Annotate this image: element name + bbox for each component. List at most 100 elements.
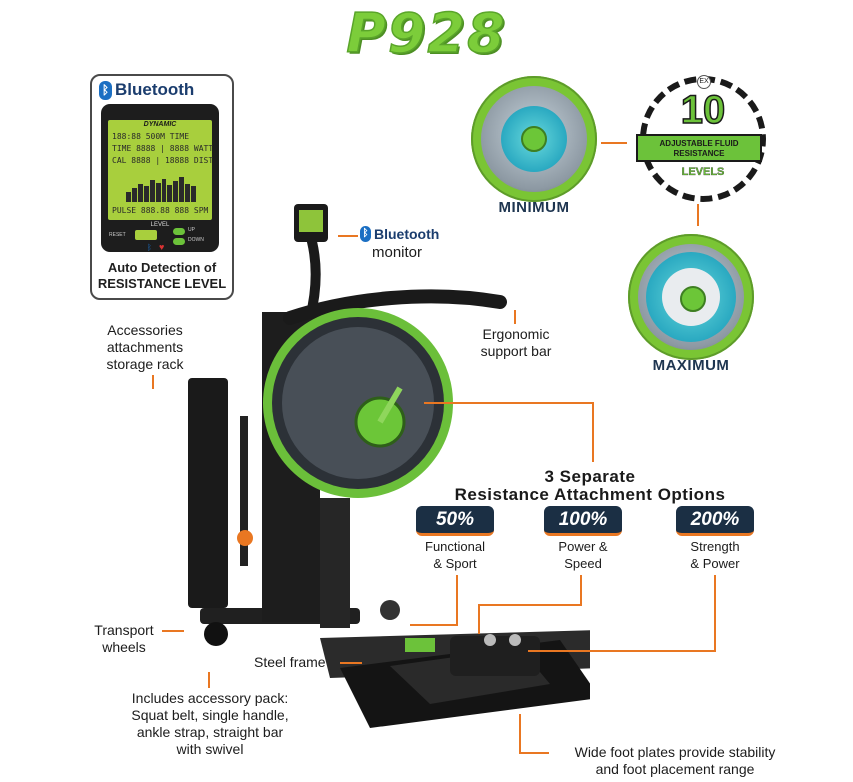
ex-mark: EX	[697, 75, 711, 89]
accessories-callout: Accessories attachments storage rack	[90, 322, 200, 373]
options-heading: 3 Separate Resistance Attachment Options	[420, 468, 760, 504]
transport-wheel	[204, 622, 228, 646]
banner-line: RESISTANCE	[673, 149, 725, 158]
product-title: P928	[346, 1, 507, 66]
connector-line	[519, 714, 521, 752]
connector-line	[162, 630, 184, 632]
heart-rate-icon: ♥	[159, 242, 165, 252]
bluetooth-logo: ᛒ Bluetooth	[99, 80, 194, 100]
callout-line: wheels	[102, 639, 146, 655]
accessory-pack-callout: Includes accessory pack: Squat belt, sin…	[100, 690, 320, 758]
option-200-label: Strength & Power	[670, 538, 760, 572]
connector-line	[478, 604, 480, 634]
reset-button	[135, 230, 157, 240]
reset-button-label: RESET	[109, 232, 126, 238]
frame-column	[320, 498, 350, 628]
lcd-level-label: LEVEL	[150, 222, 170, 228]
connector-line	[456, 575, 458, 625]
connector-line	[338, 235, 358, 237]
bluetooth-word: Bluetooth	[115, 80, 195, 99]
option-line: Functional	[425, 539, 485, 554]
option-200-badge: 200%	[676, 506, 754, 536]
heading-line: Resistance Attachment Options	[454, 485, 726, 504]
lcd-row: CAL 8888 | 18888 DIST	[112, 156, 214, 165]
option-100-label: Power & Speed	[538, 538, 628, 572]
option-line: & Power	[690, 556, 740, 571]
monitor-label: monitor	[372, 244, 423, 261]
connector-line	[580, 575, 582, 605]
up-button	[173, 228, 185, 235]
down-button	[173, 238, 185, 245]
connector-line	[519, 752, 549, 754]
callout-line: Includes accessory pack:	[131, 690, 289, 706]
callout-line: Transport	[94, 622, 154, 638]
connector-line	[208, 672, 210, 688]
minimum-label: MINIMUM	[498, 199, 570, 216]
connector-line	[592, 402, 594, 462]
lcd-screen: DYNAMIC 188:88 500M TIME TIME 8888 | 888…	[108, 120, 214, 220]
connector-line	[514, 310, 516, 324]
handle-grip	[237, 530, 253, 546]
callout-line: Accessories	[107, 322, 183, 338]
console-screen	[299, 210, 323, 232]
connector-line	[478, 604, 582, 606]
resistance-attachment	[450, 636, 540, 676]
accessory-rack	[188, 378, 228, 608]
callout-line: support bar	[480, 343, 552, 359]
connector-line	[340, 662, 362, 664]
option-line: Power &	[558, 539, 608, 554]
caption-line: Auto Detection of	[107, 260, 217, 275]
callout-line: and foot placement range	[595, 761, 755, 777]
callout-line: ankle strap, straight bar	[136, 724, 284, 740]
callout-line: Squat belt, single handle,	[131, 707, 289, 723]
console-caption: Auto Detection of RESISTANCE LEVEL	[92, 260, 232, 292]
strap	[240, 416, 248, 566]
ergonomic-callout: Ergonomic support bar	[466, 326, 566, 360]
connector-line	[714, 575, 716, 651]
connector-line	[528, 650, 716, 652]
bluetooth-icon: ᛒ	[99, 80, 112, 100]
transport-callout: Transport wheels	[86, 622, 162, 656]
callout-line: attachments	[106, 339, 184, 355]
option-line: & Sport	[433, 556, 477, 571]
heading-line: 3 Separate	[544, 467, 636, 486]
option-50-badge: 50%	[416, 506, 494, 536]
lcd-row: TIME 8888 | 8888 WATT	[112, 144, 214, 153]
connector-line	[152, 375, 154, 389]
down-button-label: DOWN	[188, 237, 204, 243]
drive-label	[405, 638, 435, 652]
ergonomic-support-bar	[283, 289, 507, 325]
bluetooth-icon: ᛒ	[360, 226, 371, 242]
banner-line: ADJUSTABLE FLUID	[659, 139, 739, 148]
foot-plates-callout: Wide foot plates provide stability and f…	[550, 744, 800, 778]
bluetooth-monitor-logo: ᛒ Bluetooth	[360, 226, 439, 242]
minimum-resistance-dial	[471, 76, 597, 202]
callout-line: with swivel	[176, 741, 244, 757]
bluetooth-word: Bluetooth	[374, 226, 440, 242]
callout-line: Wide foot plates provide stability	[574, 744, 776, 760]
lcd-bar-graph	[126, 176, 197, 202]
option-line: Speed	[564, 556, 602, 571]
console-display: DYNAMIC 188:88 500M TIME TIME 8888 | 888…	[101, 104, 219, 252]
caption-line: RESISTANCE LEVEL	[97, 276, 227, 291]
maximum-resistance-dial	[628, 234, 754, 360]
maximum-label: MAXIMUM	[652, 357, 730, 374]
connector-line	[697, 204, 699, 226]
callout-line: storage rack	[106, 356, 184, 372]
levels-banner: ADJUSTABLE FLUID RESISTANCE	[636, 134, 762, 162]
console-callout-box: ᛒ Bluetooth DYNAMIC 188:88 500M TIME TIM…	[90, 74, 234, 300]
connector-line	[424, 402, 594, 404]
bluetooth-icon: ᛒ	[147, 243, 152, 252]
drive-pulley	[380, 600, 400, 620]
steel-frame-label: Steel frame	[254, 654, 326, 670]
option-100-badge: 100%	[544, 506, 622, 536]
rower-machine-illustration	[188, 204, 590, 728]
option-line: Strength	[690, 539, 740, 554]
lcd-brand: DYNAMIC	[143, 121, 177, 128]
lcd-row: 188:88 500M TIME	[112, 132, 190, 141]
up-button-label: UP	[188, 227, 195, 233]
callout-line: Ergonomic	[482, 326, 550, 342]
connector-line	[601, 142, 627, 144]
connector-line	[410, 624, 458, 626]
option-50-label: Functional & Sport	[410, 538, 500, 572]
